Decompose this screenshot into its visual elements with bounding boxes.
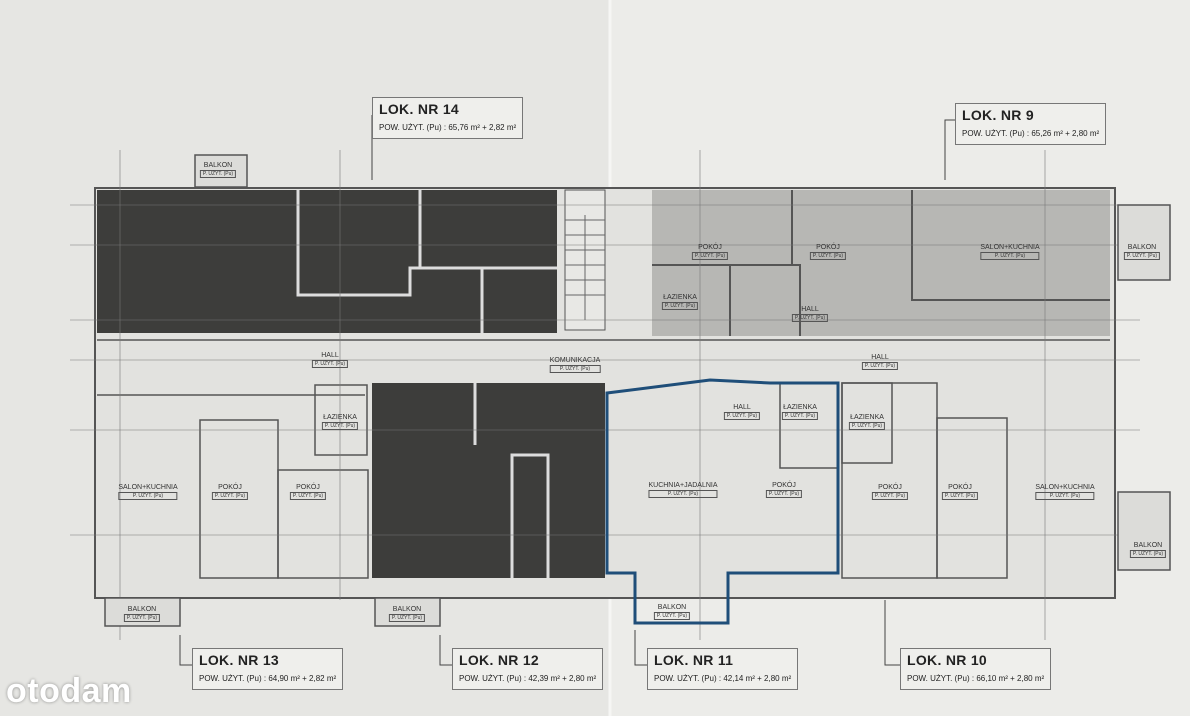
unit-12-area [372,383,605,578]
unit-14-area [97,190,557,333]
unit-9-area [652,190,1110,336]
otodam-watermark: otodam [6,672,132,710]
unit-11-outline [605,378,840,625]
